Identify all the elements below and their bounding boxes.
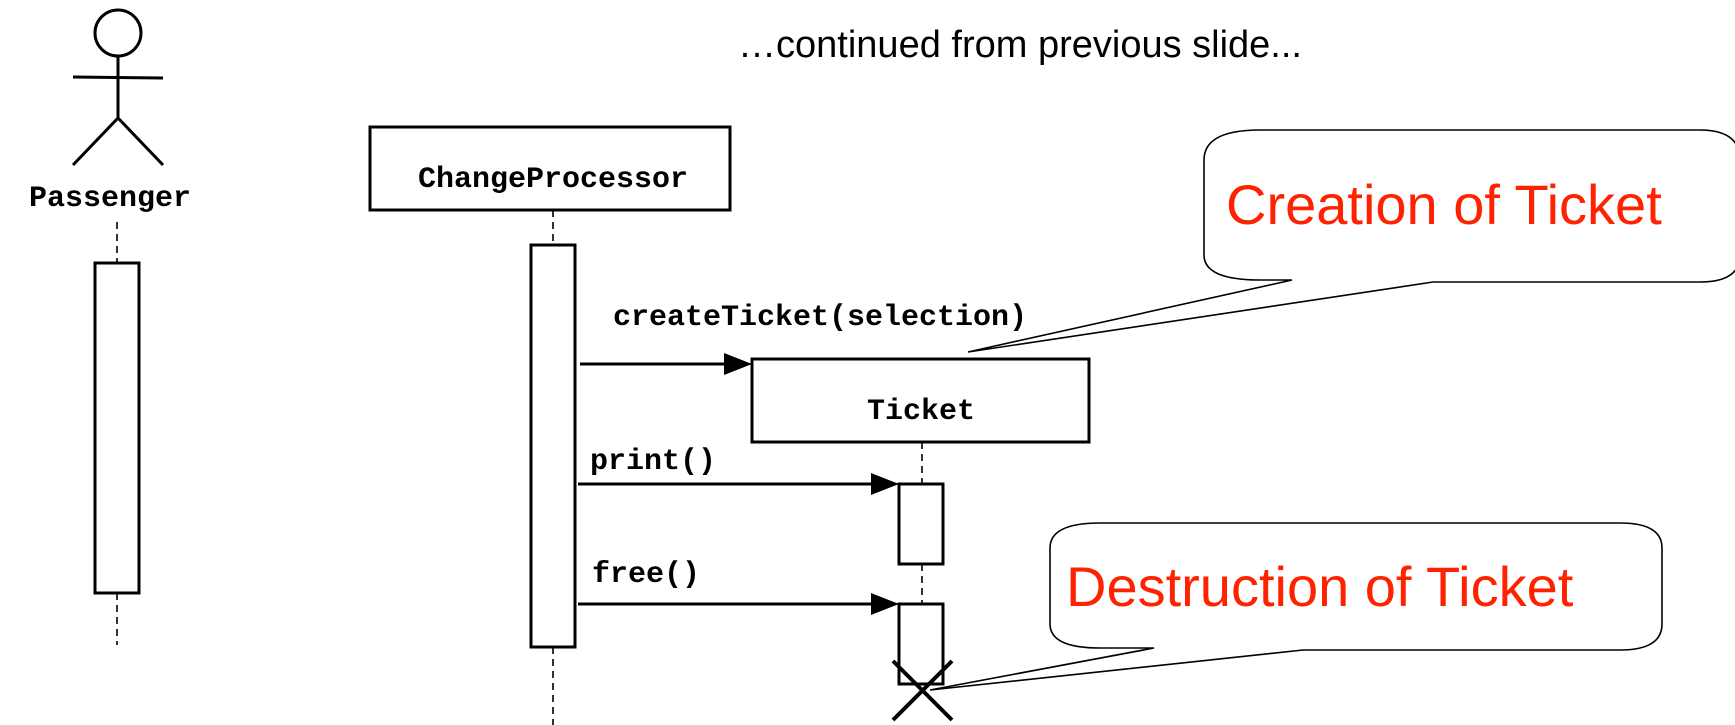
ticket-activation-free [897, 602, 945, 686]
create-message-label: createTicket(selection) [613, 301, 1027, 335]
print-arrowhead-icon [871, 473, 899, 495]
destruction-callout-bubble [929, 522, 1663, 691]
change-processor-box [368, 125, 732, 212]
creation-callout-text: Creation of Ticket [1226, 173, 1662, 236]
ticket-box [750, 357, 1091, 444]
passenger-activation [93, 261, 141, 595]
continued-note: …continued from previous slide... [738, 24, 1302, 66]
passenger-actor-icon [71, 8, 165, 167]
print-message-label: print() [590, 445, 716, 479]
ticket-activation-print [897, 482, 945, 566]
free-message-label: free() [592, 558, 700, 592]
change-processor-activation [529, 243, 577, 649]
free-arrowhead-icon [871, 593, 899, 615]
passenger-label: Passenger [29, 182, 191, 216]
destruction-callout-text: Destruction of Ticket [1066, 555, 1574, 618]
create-arrowhead-icon [724, 353, 752, 375]
destruction-x-icon [891, 659, 954, 722]
ticket-label: Ticket [867, 395, 975, 429]
change-processor-label: ChangeProcessor [418, 163, 688, 197]
creation-callout-bubble [967, 129, 1735, 353]
